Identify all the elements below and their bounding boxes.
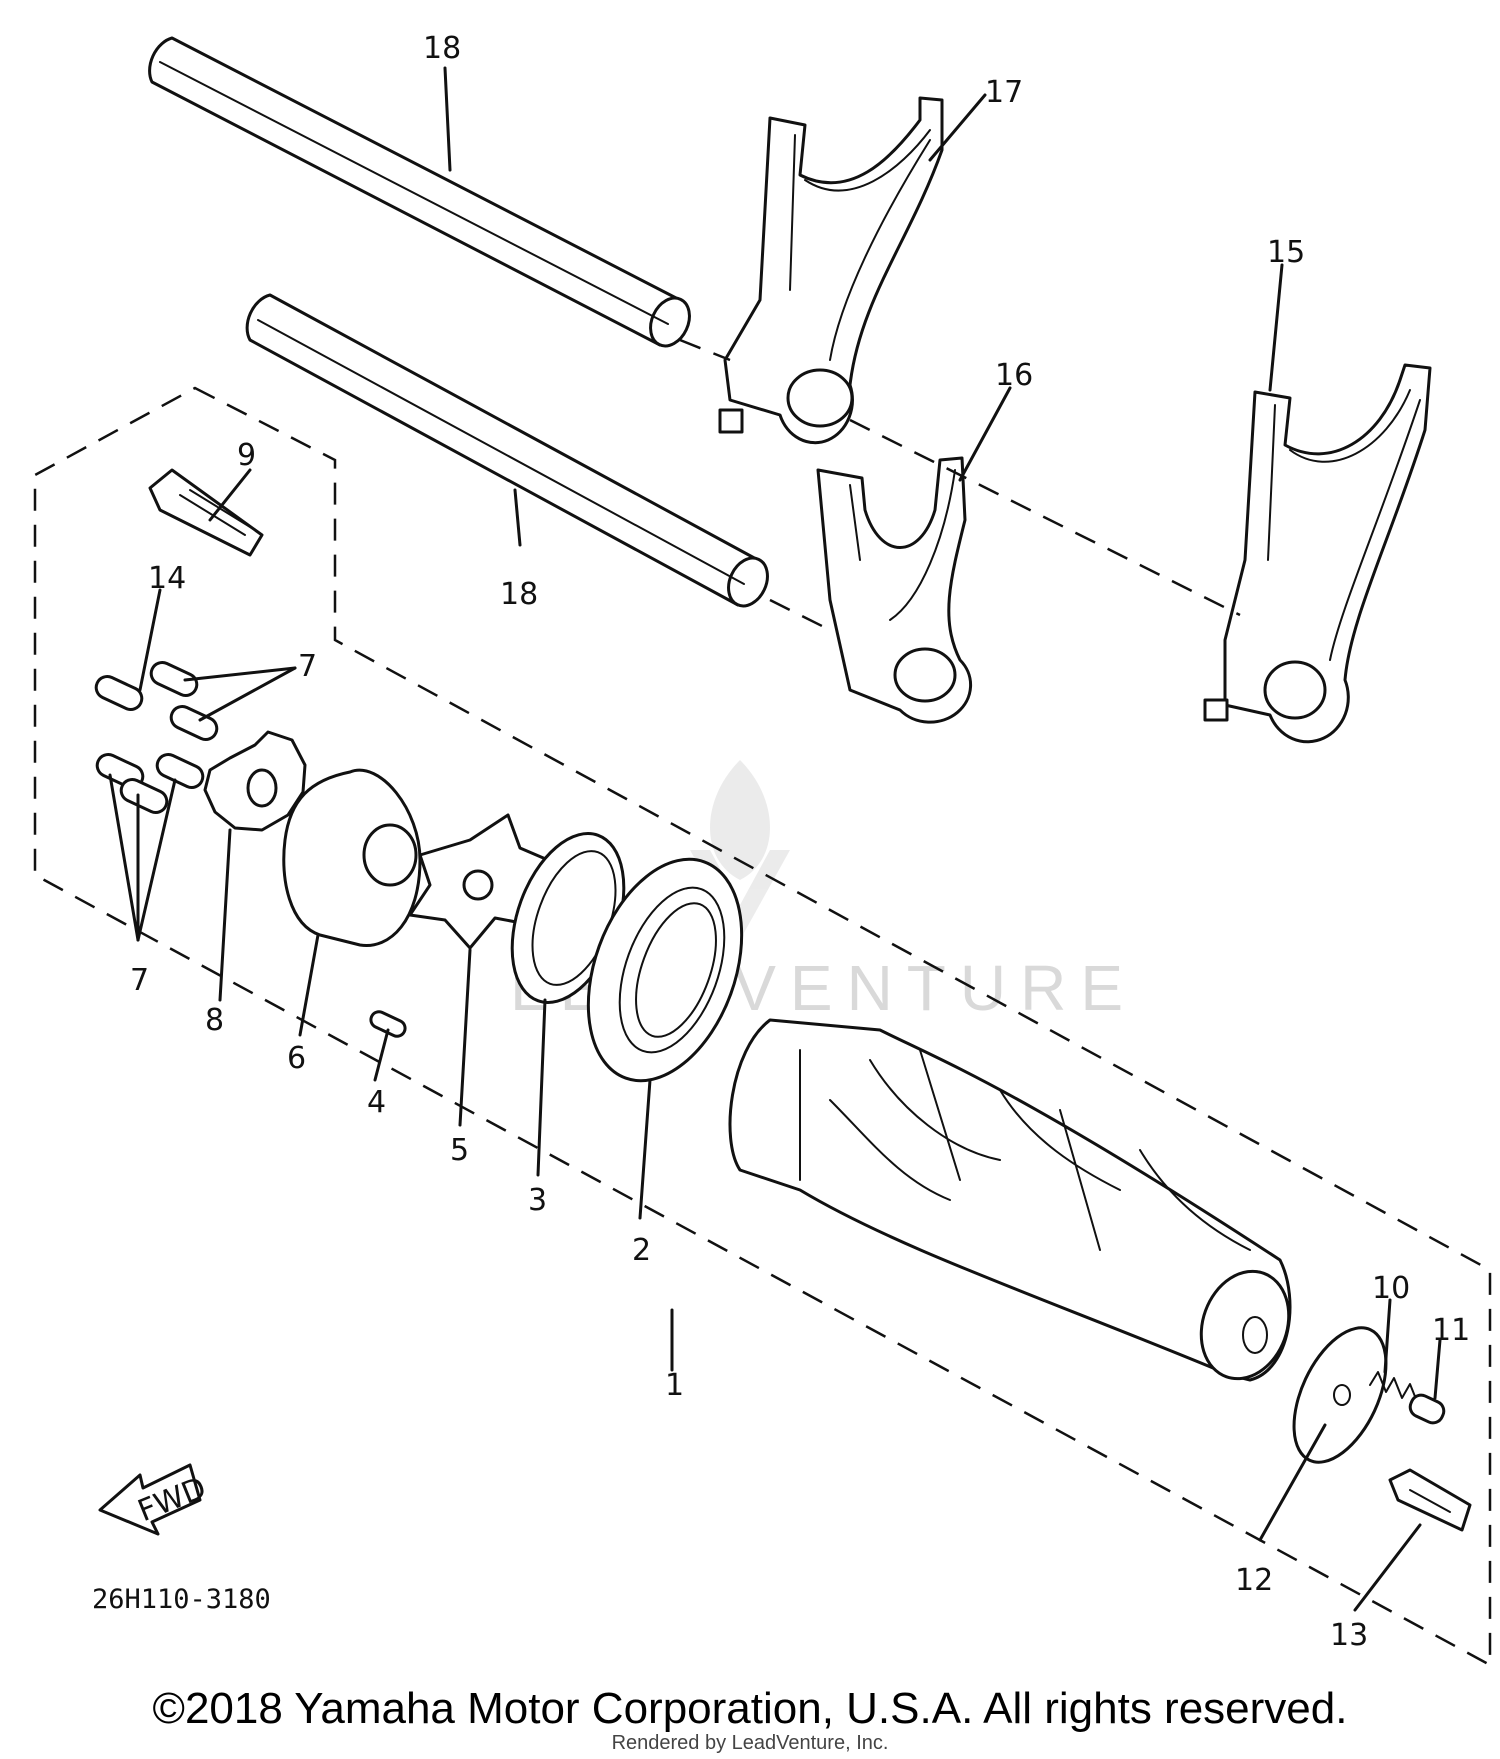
shift-fork-shaft-lower: [245, 293, 769, 608]
segment-plate-8: [203, 730, 307, 832]
rendered-by-note: Rendered by LeadVenture, Inc.: [611, 1732, 889, 1754]
shift-cam-6: [282, 768, 422, 948]
label-part-9: 9: [237, 438, 256, 473]
label-part-4: 4: [367, 1085, 386, 1120]
shift-fork-16: [816, 456, 973, 724]
label-part-7-top: 7: [298, 649, 317, 684]
washer-12: [1292, 1326, 1388, 1464]
screw-9: [148, 468, 264, 557]
label-part-6: 6: [287, 1041, 306, 1076]
label-part-12: 12: [1235, 1563, 1273, 1598]
part-labels: 18 17 15 16 9 18 14 7 7 8 6 4 5 3 2 1 10…: [130, 31, 1470, 1653]
label-part-7-bottom: 7: [130, 963, 149, 998]
assembly-boundary: [33, 386, 1492, 1668]
fwd-arrow-icon: [98, 1463, 202, 1536]
spring-10: [1369, 1371, 1419, 1405]
label-part-11: 11: [1432, 1313, 1470, 1348]
shift-drum-1: [728, 1018, 1292, 1382]
shift-fork-15: [1203, 363, 1432, 744]
label-part-5: 5: [450, 1133, 469, 1168]
label-part-18-lower: 18: [500, 577, 538, 612]
screw-13: [1388, 1468, 1472, 1532]
label-part-18-upper: 18: [423, 31, 461, 66]
label-part-14: 14: [148, 561, 186, 596]
label-part-1: 1: [665, 1368, 684, 1403]
label-part-3: 3: [528, 1183, 547, 1218]
stopper-plate-5: [408, 813, 550, 950]
label-part-17: 17: [985, 75, 1023, 110]
bearing-2: [586, 857, 744, 1083]
shift-fork-17: [718, 96, 944, 445]
dowel-pin-4: [369, 1010, 407, 1038]
drawing-code: 26H110-3180: [92, 1584, 271, 1615]
label-part-15: 15: [1267, 235, 1305, 270]
label-part-13: 13: [1330, 1618, 1368, 1653]
label-part-16: 16: [995, 358, 1033, 393]
plunger-11: [1408, 1393, 1446, 1425]
leader-lines: [108, 66, 1442, 1612]
shift-fork-shaft-upper: [148, 36, 691, 348]
pins-group: [94, 661, 219, 814]
label-part-10: 10: [1372, 1271, 1410, 1306]
fork-alignment-line: [679, 338, 1241, 632]
label-part-8: 8: [205, 1003, 224, 1038]
label-part-2: 2: [632, 1233, 651, 1268]
copyright-notice: ©2018 Yamaha Motor Corporation, U.S.A. A…: [152, 1684, 1348, 1733]
